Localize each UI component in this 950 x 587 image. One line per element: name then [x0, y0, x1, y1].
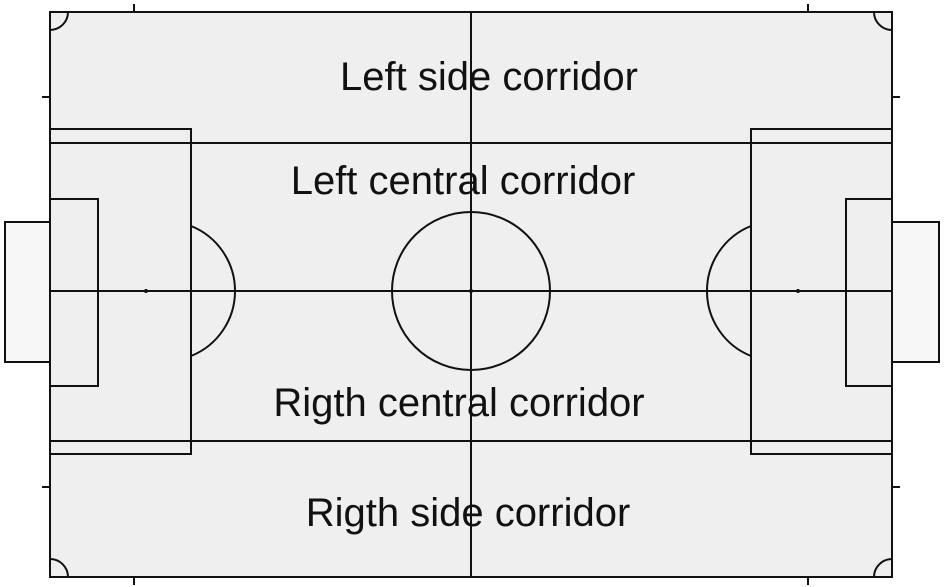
- corridor-label-left-side: Left side corridor: [14, 57, 950, 97]
- corner-arc-bottom-right: [873, 558, 893, 578]
- right-goal: [891, 221, 940, 363]
- center-spot: [469, 289, 473, 293]
- right-penalty-spot: [796, 289, 800, 293]
- left-goal: [4, 221, 51, 363]
- left-penalty-arc: [190, 225, 237, 357]
- corner-arc-top-left: [49, 11, 69, 31]
- right-goal-area: [845, 198, 893, 387]
- corridor-label-left-central: Left central corridor: [0, 161, 938, 201]
- corridor-label-text: Rigth central corridor: [273, 381, 645, 425]
- right-penalty-arc: [705, 225, 752, 357]
- left-goal-area: [49, 198, 99, 387]
- corridor-label-text: Left side corridor: [340, 55, 638, 99]
- corridor-label-text: Rigth side corridor: [305, 491, 631, 535]
- corner-arc-bottom-left: [49, 558, 69, 578]
- corner-arc-top-right: [873, 11, 893, 31]
- corridor-label-right-side: Rigth side corridor: [0, 493, 943, 533]
- corridor-label-right-central: Rigth central corridor: [0, 383, 934, 423]
- left-penalty-spot: [144, 289, 148, 293]
- corridor-label-text: Left central corridor: [290, 159, 636, 203]
- center-circle: [391, 211, 551, 371]
